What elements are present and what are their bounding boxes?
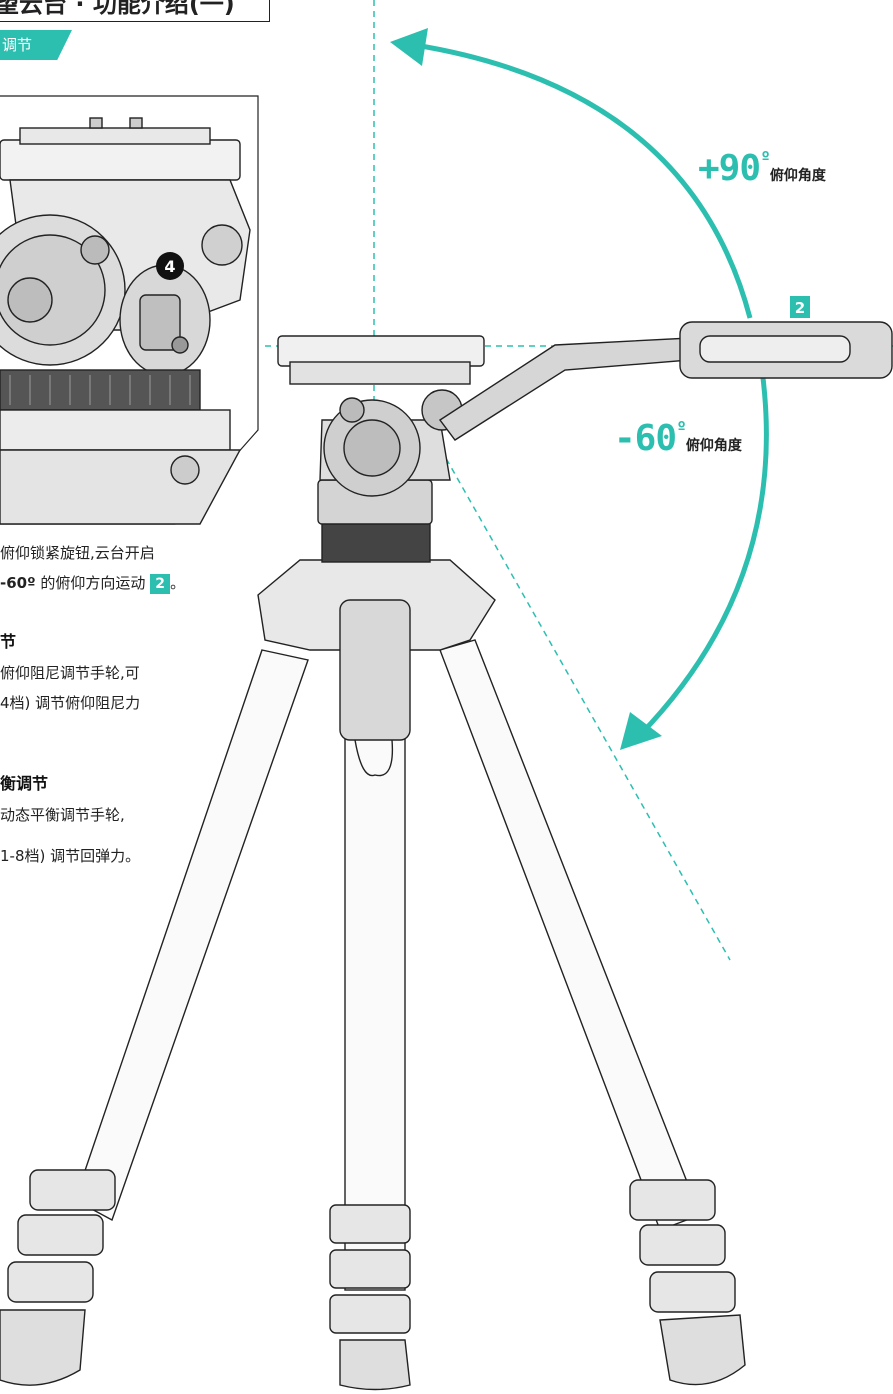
para1-value: -60º bbox=[0, 574, 36, 592]
para1-text: 的俯仰方向运动 bbox=[40, 574, 146, 592]
tripod-head bbox=[257, 321, 893, 777]
rotation-arcs bbox=[390, 28, 769, 750]
heading-damping: 节 bbox=[0, 632, 17, 651]
section-tab: 调节 bbox=[0, 30, 72, 60]
tripod-legs bbox=[0, 639, 746, 1391]
para1-end: 。 bbox=[170, 574, 186, 592]
angle-up-value: +90 bbox=[698, 148, 761, 189]
handle-badge: 2 bbox=[795, 299, 805, 317]
inset-number-badge bbox=[156, 252, 184, 280]
angle-up-degree: º bbox=[760, 148, 771, 169]
inset-number-text: 4 bbox=[164, 257, 175, 276]
arrow-up-icon bbox=[390, 28, 428, 66]
angle-down-degree: º bbox=[676, 418, 687, 439]
inset-frame: 4 bbox=[0, 95, 259, 525]
para3-line1: 动态平衡调节手轮, bbox=[0, 806, 125, 824]
arrow-down-icon bbox=[620, 712, 662, 750]
page-title: 望云台 · 功能介绍(一) bbox=[0, 0, 270, 22]
para2-line2: 4档) 调节俯仰阻尼力 bbox=[0, 694, 141, 712]
handle-badge-bg bbox=[790, 296, 810, 318]
para1-line2: -60º 的俯仰方向运动 2。 bbox=[0, 570, 185, 596]
para1-line1: 俯仰锁紧旋钮,云台开启 bbox=[0, 544, 155, 562]
inline-badge: 2 bbox=[150, 573, 171, 594]
angle-up-label: 俯仰角度 bbox=[769, 168, 826, 184]
angle-down-label: 俯仰角度 bbox=[685, 438, 742, 454]
para2-line1: 俯仰阻尼调节手轮,可 bbox=[0, 664, 140, 682]
angle-down-annotation: -60º俯仰角度 bbox=[614, 418, 742, 459]
angle-up-annotation: +90º俯仰角度 bbox=[698, 148, 826, 189]
angle-down-value: -60 bbox=[614, 418, 677, 459]
para3-line2: 1-8档) 调节回弹力。 bbox=[0, 847, 141, 865]
heading-balance: 衡调节 bbox=[0, 774, 49, 793]
